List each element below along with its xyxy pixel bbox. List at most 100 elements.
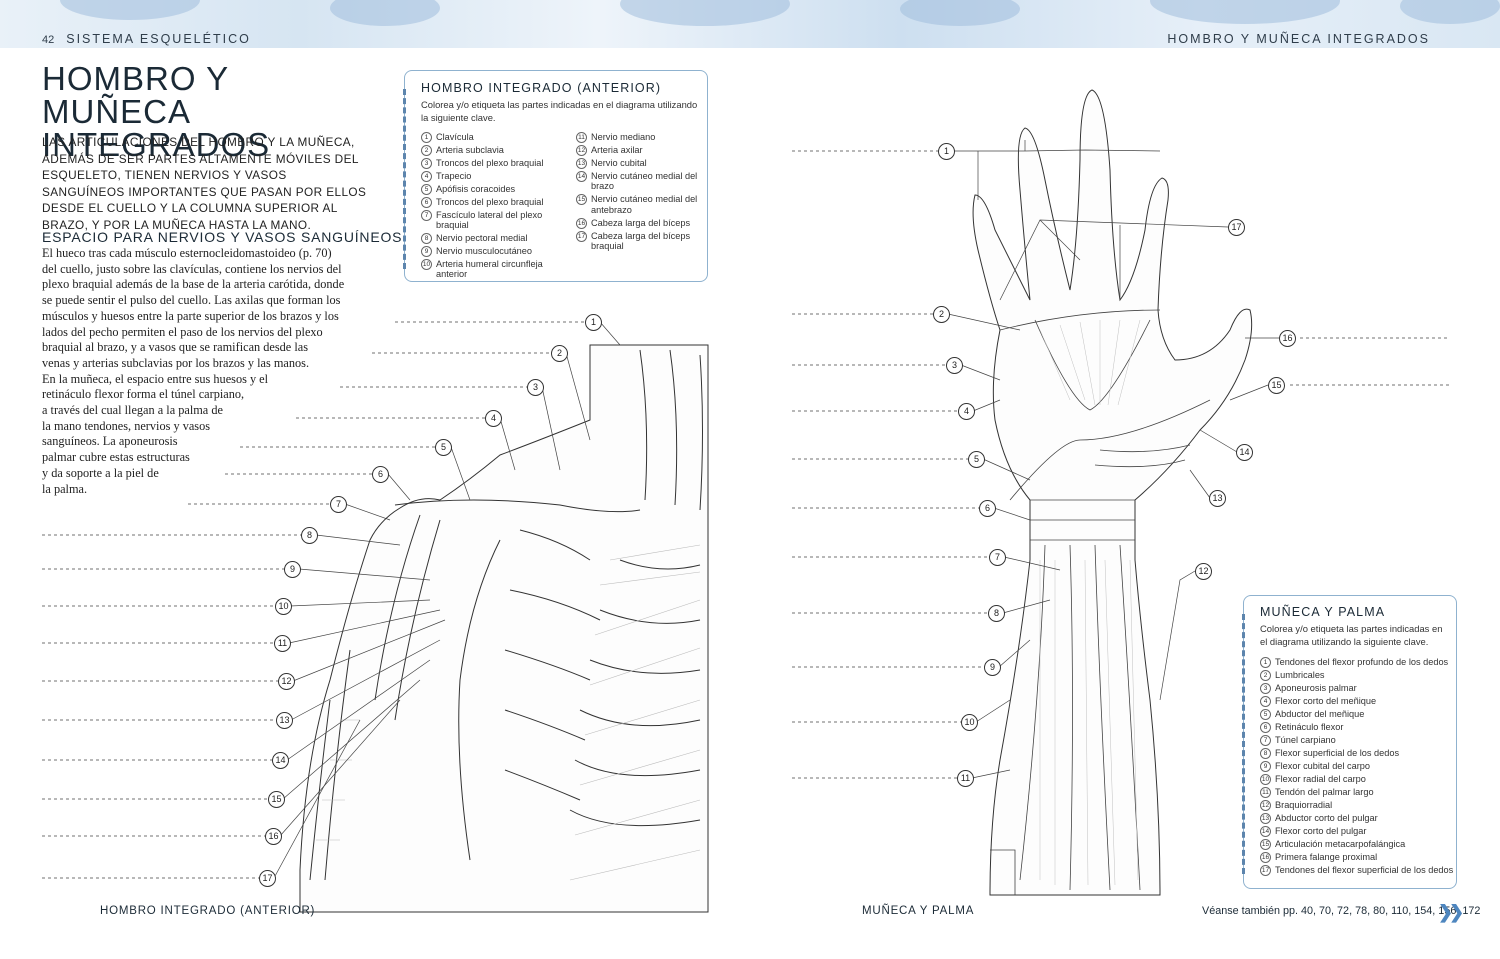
key-number: 9 [421,246,432,258]
key-label: Arteria humeral circunfleja anterior [436,259,543,280]
key-number: 13 [576,157,587,169]
body-line: retináculo flexor forma el túnel carpian… [42,387,245,402]
key-label: Articulación metacarpofalángica [1275,838,1406,849]
key-number: 16 [576,217,587,229]
label-marker: 10 [275,598,292,615]
body-line: venas y arterias subclavias por los braz… [42,355,310,370]
key-item: 17 Tendones del flexor superficial de los… [1260,864,1455,876]
intro-paragraph: LAS ARTICULACIONES DEL HOMBRO Y LA MUÑEC… [42,135,367,232]
shoulder-illustration [299,344,709,913]
label-marker: 7 [989,549,1006,566]
key-number: 3 [1260,682,1271,694]
body-line: la palma. [42,481,88,496]
key-label: Clavícula [436,132,474,142]
label-marker: 14 [272,752,289,769]
key-number: 7 [421,209,432,221]
wrist-leader-lines [792,150,1450,779]
label-marker: 4 [485,410,502,427]
page-number: 42 [42,34,55,46]
key-number: 5 [421,183,432,195]
key-label: Tendones del flexor superficial de los d… [1275,864,1454,875]
key-label: Nervio cubital [591,157,647,168]
body-line: palmar cubre estas estructuras [42,450,190,465]
key-item: 16 Cabeza larga del bíceps [576,217,701,229]
key-label: Nervio cutáneo medial del brazo [591,170,698,192]
key-label: Primera falange proximal [1275,851,1378,862]
key-label: Arteria subclavia [436,144,504,155]
key-label: Abductor corto del pulgar [1275,812,1378,823]
label-marker: 9 [984,659,1001,676]
label-marker: 2 [933,306,950,323]
label-marker: 1 [938,143,955,160]
key-number: 3 [421,157,432,169]
key-item: 8 Flexor superficial de los dedos [1260,747,1455,759]
key-label: Cabeza larga del bíceps braquial [591,230,691,251]
label-marker: 16 [265,828,282,845]
label-marker: 11 [957,770,974,787]
see-also-text: Véanse también pp. 40, 70, 72, 78, 80, 1… [1202,905,1481,917]
key-label: Troncos del plexo braquial [436,157,544,168]
wrist-caption: MUÑECA Y PALMA [862,905,975,917]
key-item: 11 Tendón del palmar largo [1260,786,1455,798]
running-header-right: HOMBRO Y MUÑECA INTEGRADOS [1167,32,1430,46]
key-number: 2 [421,144,432,156]
key-label: Braquiorradial [1275,799,1333,810]
key-label: Cabeza larga del bíceps [591,217,691,228]
label-marker: 9 [284,561,301,578]
key-item: 10 Arteria humeral circunfleja anterior [421,259,571,280]
shoulder-key-intro: Colorea y/o etiqueta las partes indicada… [421,99,698,123]
label-marker: 8 [988,605,1005,622]
key-number: 6 [421,196,432,208]
key-label: Nervio musculocutáneo [436,246,533,257]
key-label: Abductor del meñique [1275,708,1365,719]
shoulder-pointer-lines [273,321,621,879]
label-marker: 15 [1268,377,1285,394]
key-item: 16 Primera falange proximal [1260,851,1455,863]
key-number: 8 [1260,747,1271,759]
key-number: 1 [1260,657,1271,668]
body-line: del cuello, justo sobre las clavículas, … [42,261,342,276]
label-marker: 16 [1279,330,1296,347]
key-label: Flexor superficial de los dedos [1275,747,1400,758]
key-label: Flexor corto del pulgar [1275,825,1367,836]
key-item: 5 Abductor del meñique [1260,708,1455,720]
key-label: Tendón del palmar largo [1275,786,1374,797]
key-label: Trapecio [436,170,472,181]
key-item: 6 Troncos del plexo braquial [421,196,571,208]
key-number: 14 [1260,825,1271,837]
key-label: Apófisis coracoides [436,183,516,194]
key-number: 11 [1260,786,1271,798]
double-chevron-right-icon[interactable]: ❯❯ [1438,902,1464,922]
label-marker: 17 [1228,219,1245,236]
see-also-link[interactable]: Véanse también pp. 40, 70, 72, 78, 80, 1… [1202,905,1480,917]
wrist-key-title: MUÑECA Y PALMA [1260,605,1386,619]
key-number: 16 [1260,851,1271,863]
key-number: 10 [421,259,432,271]
key-number: 17 [1260,864,1271,876]
key-number: 13 [1260,812,1271,824]
body-line: y da soporte a la piel de [42,465,159,480]
key-label: Nervio cutáneo medial del antebrazo [591,194,698,215]
key-label: Troncos del plexo braquial [436,196,544,207]
wrist-key-intro: Colorea y/o etiqueta las partes indicada… [1260,623,1443,647]
key-item: 5 Apófisis coracoides [421,183,571,195]
body-line: En la muñeca, el espacio entre sus hueso… [42,371,269,386]
label-marker: 12 [278,673,295,690]
key-item: 13 Nervio cubital [576,157,701,169]
key-number: 5 [1260,708,1271,720]
section-title: SISTEMA ESQUELÉTICO [66,32,251,46]
key-label: Aponeurosis palmar [1275,682,1357,693]
body-line: músculos y huesos entre la parte superio… [42,308,339,323]
label-marker: 6 [979,500,996,517]
